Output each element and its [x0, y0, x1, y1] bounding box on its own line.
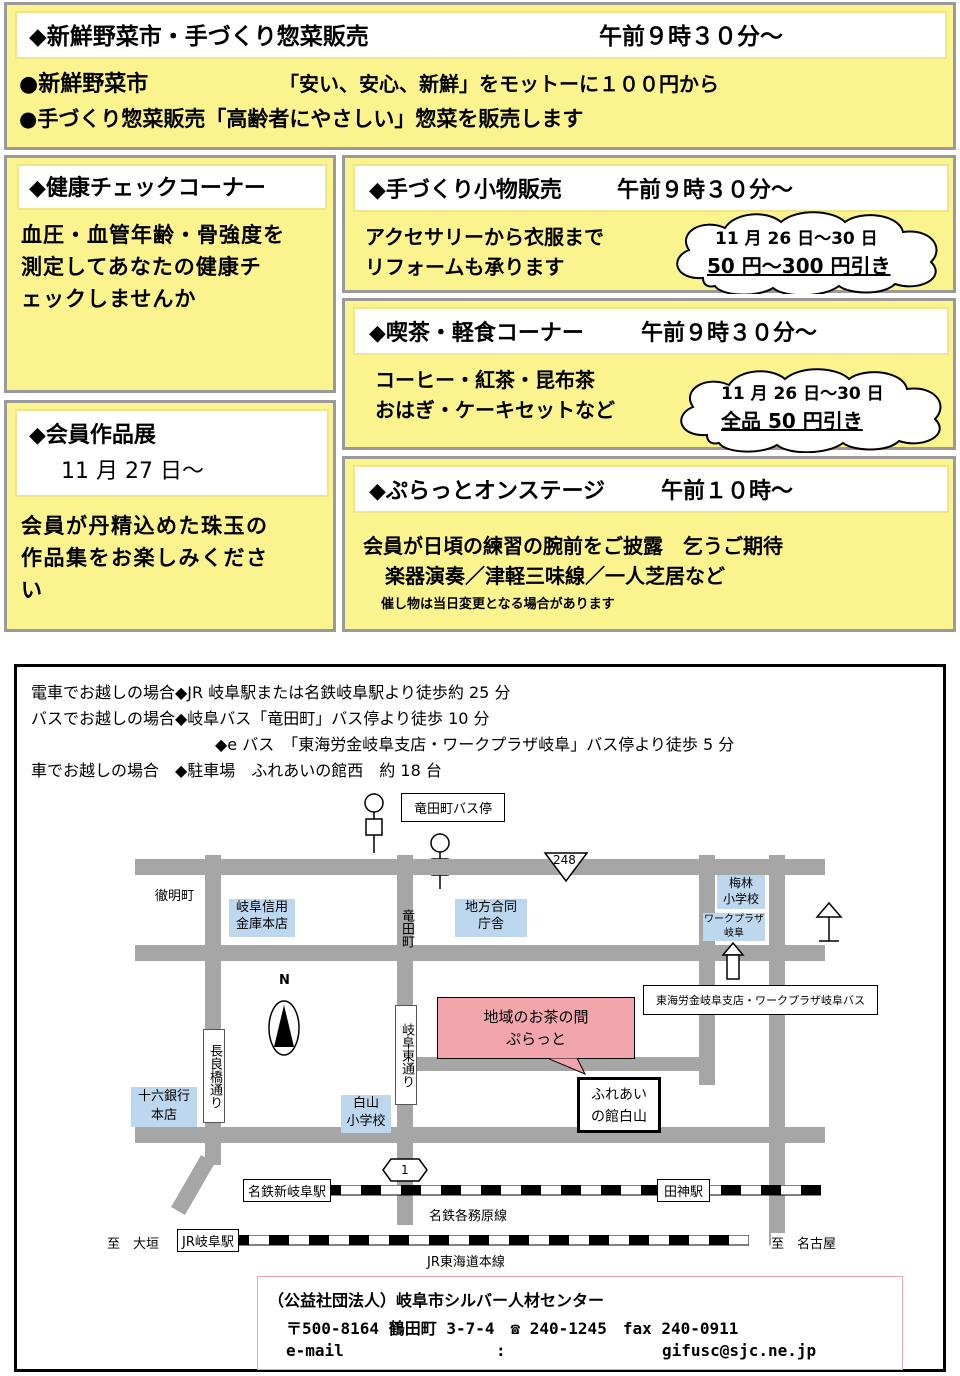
crafts-header: ◆手づくり小物販売 午前９時３０分～	[353, 164, 949, 212]
crafts-title: ◆手づくり小物販売	[369, 178, 562, 203]
workplaza-label: ワークプラザ 岐阜	[703, 913, 765, 941]
tajin-station: 田神駅	[657, 1179, 711, 1202]
stage-line2: 楽器演奏／津軽三味線／一人芝居など	[385, 564, 725, 588]
stage-title: ◆ぷらっとオンステージ	[369, 479, 606, 504]
cafe-discount-cloud	[680, 368, 942, 453]
stage-panel: ◆ぷらっとオンステージ 午前１０時～ 会員が日頃の練習の腕前をご披露 乞うご期待…	[342, 456, 956, 632]
email-address[interactable]: gifusc@sjc.ne.jp	[662, 1341, 817, 1360]
vegetable-market-panel: ◆新鮮野菜市・手づくり惣菜販売 午前９時３０分～ ●新鮮野菜市 「安い、安心、新…	[4, 2, 956, 150]
cafe-panel: ◆喫茶・軽食コーナー 午前９時３０分～ コーヒー・紅茶・昆布茶 おはぎ・ケーキセ…	[342, 298, 956, 453]
north-arrow-icon	[268, 1000, 300, 1056]
road-v3	[699, 855, 715, 1085]
stage-line1: 会員が日頃の練習の腕前をご披露 乞うご期待	[363, 534, 783, 558]
route-1-sign	[382, 1158, 428, 1182]
vegetable-market-line1-text: 「安い、安心、新鮮」をモットーに１００円から	[279, 72, 719, 96]
health-check-line3: ェックしませんか	[21, 287, 197, 311]
gifu-shinkin-label: 岐阜信用 金庫本店	[229, 899, 295, 937]
house-icon	[815, 901, 843, 942]
health-check-line1: 血圧・血管年齢・骨強度を	[21, 223, 285, 247]
access-bus: バスでお越しの場合◆岐阜バス「竜田町」バス停より徒歩 10 分	[31, 709, 490, 728]
health-check-header: ◆健康チェックコーナー	[17, 164, 327, 210]
vegetable-market-line2: ●手づくり惣菜販売「高齢者にやさしい」惣菜を販売します	[19, 107, 584, 131]
vegetable-market-line1-label: ●新鮮野菜市	[19, 72, 149, 97]
stage-header: ◆ぷらっとオンステージ 午前１０時～	[353, 465, 949, 513]
bus-stop-icon	[364, 793, 384, 853]
access-ebus: ◆e バス 「東海労金岐阜支店・ワークプラザ岐阜」バス停より徒歩 5 分	[215, 735, 735, 754]
vegetable-market-time: 午前９時３０分～	[599, 24, 783, 50]
access-train: 電車でお越しの場合◆JR 岐阜駅または名鉄岐阜駅より徒歩約 25 分	[31, 683, 511, 702]
kakamigahara-line-label: 名鉄各務原線	[429, 1209, 508, 1224]
exhibition-line2: 作品集をお楽しみくださ	[21, 546, 269, 570]
tokai-bus-label: 東海労金岐阜支店・ワークプラザ岐阜バス	[643, 985, 878, 1015]
access-map-box: 電車でお越しの場合◆JR 岐阜駅または名鉄岐阜駅より徒歩約 25 分 バスでお越…	[14, 664, 946, 1372]
tatsuta-label: 竜田町	[399, 909, 414, 948]
road-v4	[769, 855, 785, 1245]
exhibition-date: 11 月 27 日～	[61, 459, 204, 484]
cafe-header: ◆喫茶・軽食コーナー 午前９時３０分～	[353, 307, 949, 355]
crafts-discount-cloud	[676, 211, 938, 294]
vegetable-market-title: ◆新鮮野菜市・手づくり惣菜販売	[29, 24, 369, 50]
crafts-cloud-date: 11 月 26 日～30 日	[715, 229, 878, 249]
crafts-time: 午前９時３０分～	[617, 178, 794, 203]
fureai-label: ふれあい の館白山	[577, 1077, 661, 1133]
crafts-line1: アクセサリーから衣服まで	[365, 225, 604, 249]
cafe-cloud-offer: 全品 50 円引き	[721, 409, 863, 433]
road-h2	[135, 945, 825, 961]
cafe-cloud-date: 11 月 26 日～30 日	[721, 384, 884, 404]
route-248-sign	[543, 852, 589, 883]
cafe-time: 午前９時３０分～	[641, 321, 818, 346]
umebayashi-school-label: 梅林 小学校	[717, 875, 765, 909]
route-248-label: 248	[553, 853, 576, 867]
vegetable-market-header: ◆新鮮野菜市・手づくり惣菜販売 午前９時３０分～	[15, 11, 947, 59]
crafts-cloud-offer: 50 円～300 円引き	[707, 254, 891, 278]
north-label: N	[279, 973, 290, 988]
jr-tokaido-line-label: JR東海道本線	[427, 1255, 505, 1270]
workplaza-bus-icon	[721, 941, 745, 980]
cafe-line1: コーヒー・紅茶・昆布茶	[375, 368, 595, 392]
jr-gifu-station: JR岐阜駅	[177, 1229, 239, 1252]
exhibition-panel: ◆会員作品展 11 月 27 日～ 会員が丹精込めた珠玉の 作品集をお楽しみくだ…	[4, 400, 336, 632]
crafts-panel: ◆手づくり小物販売 午前９時３０分～ アクセサリーから衣服まで リフォームも承り…	[342, 155, 956, 294]
road-h1	[135, 859, 825, 875]
exhibition-line3: い	[21, 578, 42, 602]
to-nagoya-label: 至 名古屋	[771, 1233, 837, 1252]
meitetsu-shingifu-station: 名鉄新岐阜駅	[243, 1179, 332, 1202]
nagarabashi-street-label: 長良橋通り	[203, 1029, 225, 1123]
cafe-title: ◆喫茶・軽食コーナー	[369, 321, 584, 346]
exhibition-line1: 会員が丹精込めた珠玉の	[21, 514, 269, 538]
road-h4	[135, 1127, 825, 1143]
road-diag	[171, 1155, 215, 1215]
email-label: e-mail	[286, 1341, 344, 1360]
meitetsu-railway	[321, 1185, 821, 1196]
route-1-label: 1	[401, 1163, 409, 1177]
access-car: 車でお越しの場合 ◆駐車場 ふれあいの館西 約 18 台	[31, 761, 442, 780]
to-ogaki-label: 至 大垣	[107, 1237, 160, 1252]
health-check-title: ◆健康チェックコーナー	[29, 176, 266, 201]
chiho-godo-label: 地方合同 庁舎	[455, 899, 527, 937]
tetsumeicho-label: 徹明町	[155, 889, 195, 904]
health-check-line2: 測定してあなたの健康チ	[21, 255, 262, 279]
hakusan-school-label: 白山 小学校	[341, 1095, 391, 1133]
crafts-line2: リフォームも承ります	[365, 255, 565, 279]
stage-time: 午前１０時～	[661, 479, 794, 504]
cafe-line2: おはぎ・ケーキセットなど	[375, 398, 615, 422]
juroku-bank-label: 十六銀行 本店	[131, 1087, 197, 1127]
organization-name: （公益社団法人）岐阜市シルバー人材センター	[268, 1291, 605, 1310]
health-check-panel: ◆健康チェックコーナー 血圧・血管年齢・骨強度を 測定してあなたの健康チ ェック…	[4, 155, 336, 393]
gifu-higashi-street-label: 岐阜東通り	[395, 1005, 417, 1105]
exhibition-title: ◆会員作品展	[29, 423, 156, 448]
callout-pointer	[547, 1058, 587, 1075]
bus-stop-label: 竜田町バス停	[401, 793, 506, 822]
jr-railway	[229, 1235, 749, 1246]
organization-address: 〒500-8164 鶴田町 3-7-4 ☎ 240-1245 fax 240-0…	[286, 1319, 739, 1338]
plat-callout: 地域のお茶の間 ぷらっと	[437, 997, 635, 1059]
stage-note: 催し物は当日変更となる場合があります	[381, 597, 615, 612]
exhibition-header: ◆会員作品展 11 月 27 日～	[15, 409, 329, 497]
email-colon: :	[496, 1341, 506, 1360]
organization-footer: （公益社団法人）岐阜市シルバー人材センター 〒500-8164 鶴田町 3-7-…	[257, 1276, 903, 1370]
